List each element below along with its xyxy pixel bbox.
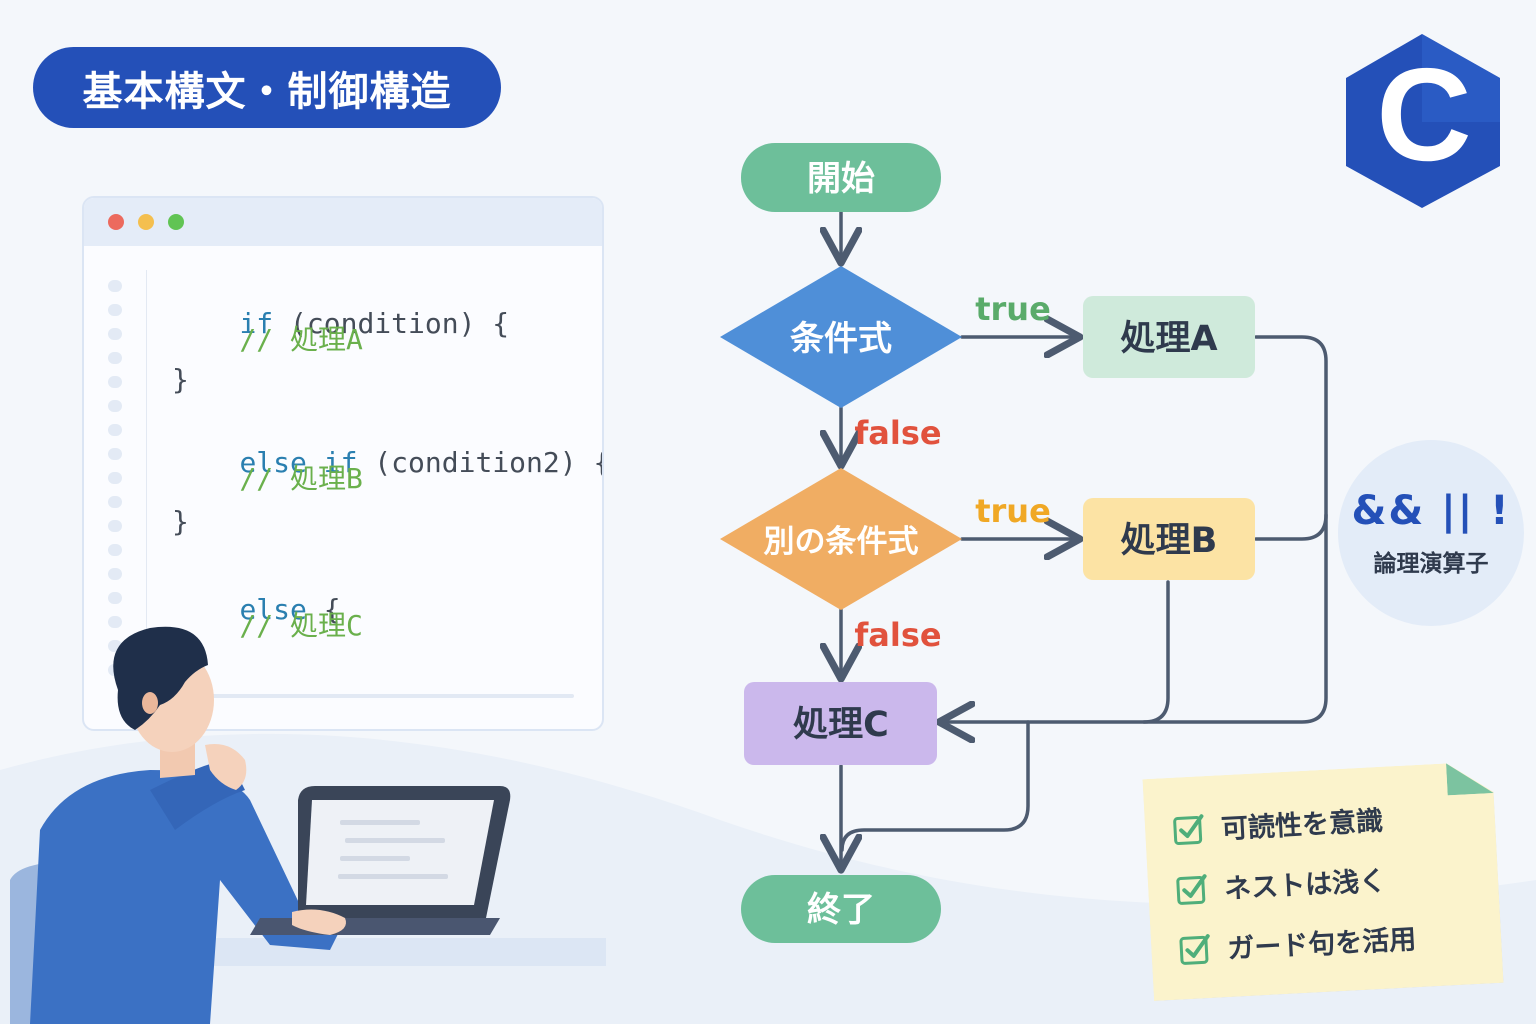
end-node-label: 終了 (807, 890, 875, 930)
process-c-label: 処理C (793, 705, 889, 745)
arrow-proc-a-to-proc-c (942, 335, 1328, 722)
flowchart: 開始 条件式 別の条件式 処理A 処理B 処理C 終了 true false t… (720, 143, 1328, 943)
person-hair (113, 626, 208, 730)
code-text: (condition) { (273, 307, 510, 340)
condition-node-1 (720, 266, 962, 408)
line-proc-b-right (1254, 513, 1328, 541)
code-keyword: if (239, 307, 274, 340)
note-fold-corner (1446, 763, 1494, 796)
code-editor-window: if (condition) { // 処理A } else if (condi… (82, 196, 604, 731)
code-text: { (306, 593, 341, 626)
true-label-2: true (975, 492, 1051, 530)
person-with-laptop-illustration (10, 626, 606, 1024)
start-node (741, 143, 941, 212)
gutter-divider (146, 270, 147, 690)
code-keyword: else if (239, 446, 358, 479)
code-line-if: if (condition) { (172, 274, 509, 373)
page-title: 基本構文・制御構造 (33, 47, 501, 128)
line-gutter (108, 280, 124, 688)
code-comment: // 処理B (172, 462, 363, 495)
logic-operators: && || ! (1351, 488, 1511, 534)
start-node-label: 開始 (807, 159, 875, 199)
logic-operators-label: 論理演算子 (1373, 551, 1489, 577)
laptop-base (250, 918, 500, 935)
code-comment: // 処理A (172, 323, 363, 356)
code-line-else: else { (172, 560, 341, 659)
code-brace: } (172, 505, 189, 538)
desk (190, 938, 606, 966)
maximize-window-dot[interactable] (168, 214, 184, 230)
minimize-window-dot[interactable] (138, 214, 154, 230)
checkbox-checked-icon (1173, 813, 1204, 845)
code-text: (condition2) { (357, 446, 604, 479)
code-brace: } (172, 363, 189, 396)
tips-sticky-note: 可読性を意識 ネストは浅く ガード句を活用 (1142, 761, 1503, 1001)
process-b-label: 処理B (1121, 521, 1218, 561)
person-body (30, 770, 345, 1024)
process-b-node (1083, 498, 1255, 580)
condition-node-2-label: 別の条件式 (764, 524, 919, 560)
condition-node-1-label: 条件式 (790, 319, 892, 359)
process-c-node (744, 682, 937, 765)
code-line-else-if: else if (condition2) { (172, 413, 604, 512)
process-a-label: 処理A (1120, 319, 1217, 359)
tip-item: ネストは浅く (1175, 859, 1387, 909)
true-label-1: true (975, 290, 1051, 328)
close-window-dot[interactable] (108, 214, 124, 230)
code-keyword: else (239, 593, 307, 626)
condition-node-2 (720, 468, 962, 610)
c-language-logo-icon: C (1346, 34, 1500, 208)
line-proc-b-bottom (1142, 580, 1170, 724)
c-logo-letter: C (1376, 41, 1471, 188)
code-comment: // 処理C (172, 609, 363, 642)
code-scrollbar[interactable] (146, 694, 574, 698)
false-label-1: false (854, 414, 941, 452)
tip-item: 可読性を意識 (1172, 799, 1384, 849)
person-hand (205, 744, 247, 790)
logic-operators-badge: && || ! 論理演算子 (1338, 440, 1524, 626)
checkbox-checked-icon (1179, 933, 1210, 965)
process-a-node (1083, 296, 1255, 378)
end-node (741, 875, 941, 943)
tip-item: ガード句を活用 (1178, 917, 1417, 968)
window-titlebar (84, 198, 602, 246)
checkbox-checked-icon (1176, 873, 1207, 905)
false-label-2: false (854, 616, 941, 654)
